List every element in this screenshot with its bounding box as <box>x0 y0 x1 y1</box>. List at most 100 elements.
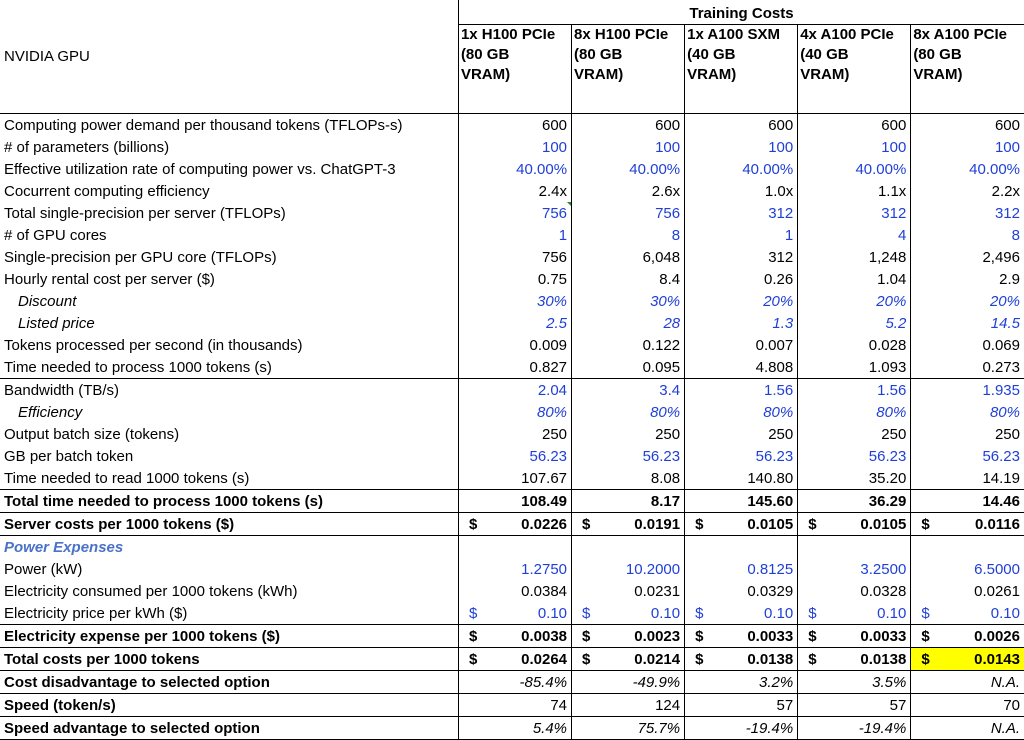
cell-value: $0.10 <box>457 601 572 625</box>
cell-value: 600 <box>457 113 572 136</box>
table-row: Effective utilization rate of computing … <box>0 157 1024 180</box>
cell-value: 57 <box>684 693 798 717</box>
cell-value: 312 <box>684 201 798 224</box>
currency-sign: $ <box>921 627 930 645</box>
cell-value: 1.1x <box>797 179 911 202</box>
row-label: Power (kW) <box>4 560 83 578</box>
currency-sign: $ <box>921 515 930 533</box>
row-label: Electricity price per kWh ($) <box>0 601 459 625</box>
cell-value: 14.5 <box>910 311 1024 334</box>
cell-value: 0.095 <box>571 355 685 379</box>
cell-value: 70 <box>910 693 1024 717</box>
cell-value: $0.10 <box>571 601 685 625</box>
cell-value: 0.0261 <box>910 579 1024 602</box>
cell-number: 0.0105 <box>747 515 794 533</box>
cell-value: 312 <box>797 201 911 224</box>
cell-value: 56.23 <box>457 444 572 467</box>
cell-value: 250 <box>571 422 685 445</box>
cell-value: 2.5 <box>457 311 572 334</box>
cell-value: 1.0x <box>684 179 798 202</box>
cell-value: 140.80 <box>684 466 798 490</box>
cell-value: -49.9% <box>571 670 685 694</box>
cell-value: 3.2500 <box>797 557 911 580</box>
currency-sign: $ <box>695 627 704 645</box>
cell-value: 124 <box>571 693 685 717</box>
cell-value: 6,048 <box>571 245 685 268</box>
cell-value: 36.29 <box>797 489 911 513</box>
cell-value: $0.0264 <box>457 646 572 671</box>
cell-value: 1,248 <box>797 245 911 268</box>
cell-value: 80% <box>910 400 1024 423</box>
cell-value: 1 <box>457 223 572 246</box>
currency-sign: $ <box>582 604 591 622</box>
cell-value: 1.04 <box>797 267 911 290</box>
currency-sign: $ <box>468 604 478 622</box>
cell-number: 0.0264 <box>521 650 568 668</box>
cell-number: 0.0226 <box>521 515 568 533</box>
table-row: Total time needed to process 1000 tokens… <box>0 489 1024 513</box>
cell-value: 6.5000 <box>910 557 1024 580</box>
cell-value: $0.0226 <box>457 512 572 536</box>
currency-sign: $ <box>582 515 591 533</box>
row-label: Bandwidth (TB/s) <box>4 381 120 399</box>
cell-value: 0.009 <box>457 333 572 356</box>
cell-value: $0.0214 <box>571 646 685 671</box>
cell-value: 1.093 <box>797 355 911 379</box>
row-label: Server costs per 1000 tokens ($) <box>0 512 459 536</box>
cell-value: 75.7% <box>571 716 685 740</box>
cell-value: 0.0384 <box>457 579 572 602</box>
row-label: Cost disadvantage to selected option <box>0 670 459 694</box>
cell-value: $0.0143 <box>910 646 1024 671</box>
cell-number: 0.0138 <box>747 650 794 668</box>
cell-value: 10.2000 <box>571 557 685 580</box>
cell-value: 8.4 <box>571 267 685 290</box>
cell-value: $0.10 <box>797 601 911 625</box>
cell-value: 40.00% <box>684 157 798 180</box>
cell-value: 8 <box>571 223 685 246</box>
row-label: Listed price <box>18 314 95 332</box>
row-label: Total time needed to process 1000 tokens… <box>0 489 459 513</box>
cell-value: -19.4% <box>684 716 798 740</box>
cell-number: 0.10 <box>537 604 568 622</box>
currency-sign: $ <box>695 604 704 622</box>
cell-value: 107.67 <box>457 466 572 490</box>
currency-sign: $ <box>921 650 930 668</box>
table-row: Total costs per 1000 tokens$0.0264$0.021… <box>0 646 1024 671</box>
cell-value: $0.0138 <box>797 646 911 671</box>
cell-value: 3.5% <box>797 670 911 694</box>
cell-value: 600 <box>684 113 798 136</box>
cell-value: -85.4% <box>457 670 572 694</box>
cell-value: N.A. <box>910 670 1024 694</box>
cell-value: 28 <box>571 311 685 334</box>
spacer-row <box>0 90 1024 114</box>
table-row: Single-precision per GPU core (TFLOPs)75… <box>0 245 1024 268</box>
currency-sign: $ <box>921 604 930 622</box>
cell-value: 312 <box>910 201 1024 224</box>
currency-sign: $ <box>468 627 478 645</box>
cell-value: 80% <box>457 400 572 423</box>
cell-number: 0.0138 <box>860 650 907 668</box>
row-label: Cocurrent computing efficiency <box>4 182 210 200</box>
currency-sign: $ <box>582 627 591 645</box>
cell-number: 0.0026 <box>974 627 1020 645</box>
cell-value: 0.75 <box>457 267 572 290</box>
cell-value: 0.273 <box>910 355 1024 379</box>
cell-value: 600 <box>797 113 911 136</box>
cell-value: $0.10 <box>910 601 1024 625</box>
cell-value: 56.23 <box>797 444 911 467</box>
table-row: Time needed to process 1000 tokens (s)0.… <box>0 355 1024 379</box>
cell-value: 600 <box>910 113 1024 136</box>
cell-value: 0.028 <box>797 333 911 356</box>
cell-number: 0.0033 <box>747 627 794 645</box>
cell-value: 40.00% <box>457 157 572 180</box>
cell-number: 0.0191 <box>634 515 681 533</box>
table-row: Computing power demand per thousand toke… <box>0 113 1024 136</box>
cell-number: 0.10 <box>650 604 681 622</box>
